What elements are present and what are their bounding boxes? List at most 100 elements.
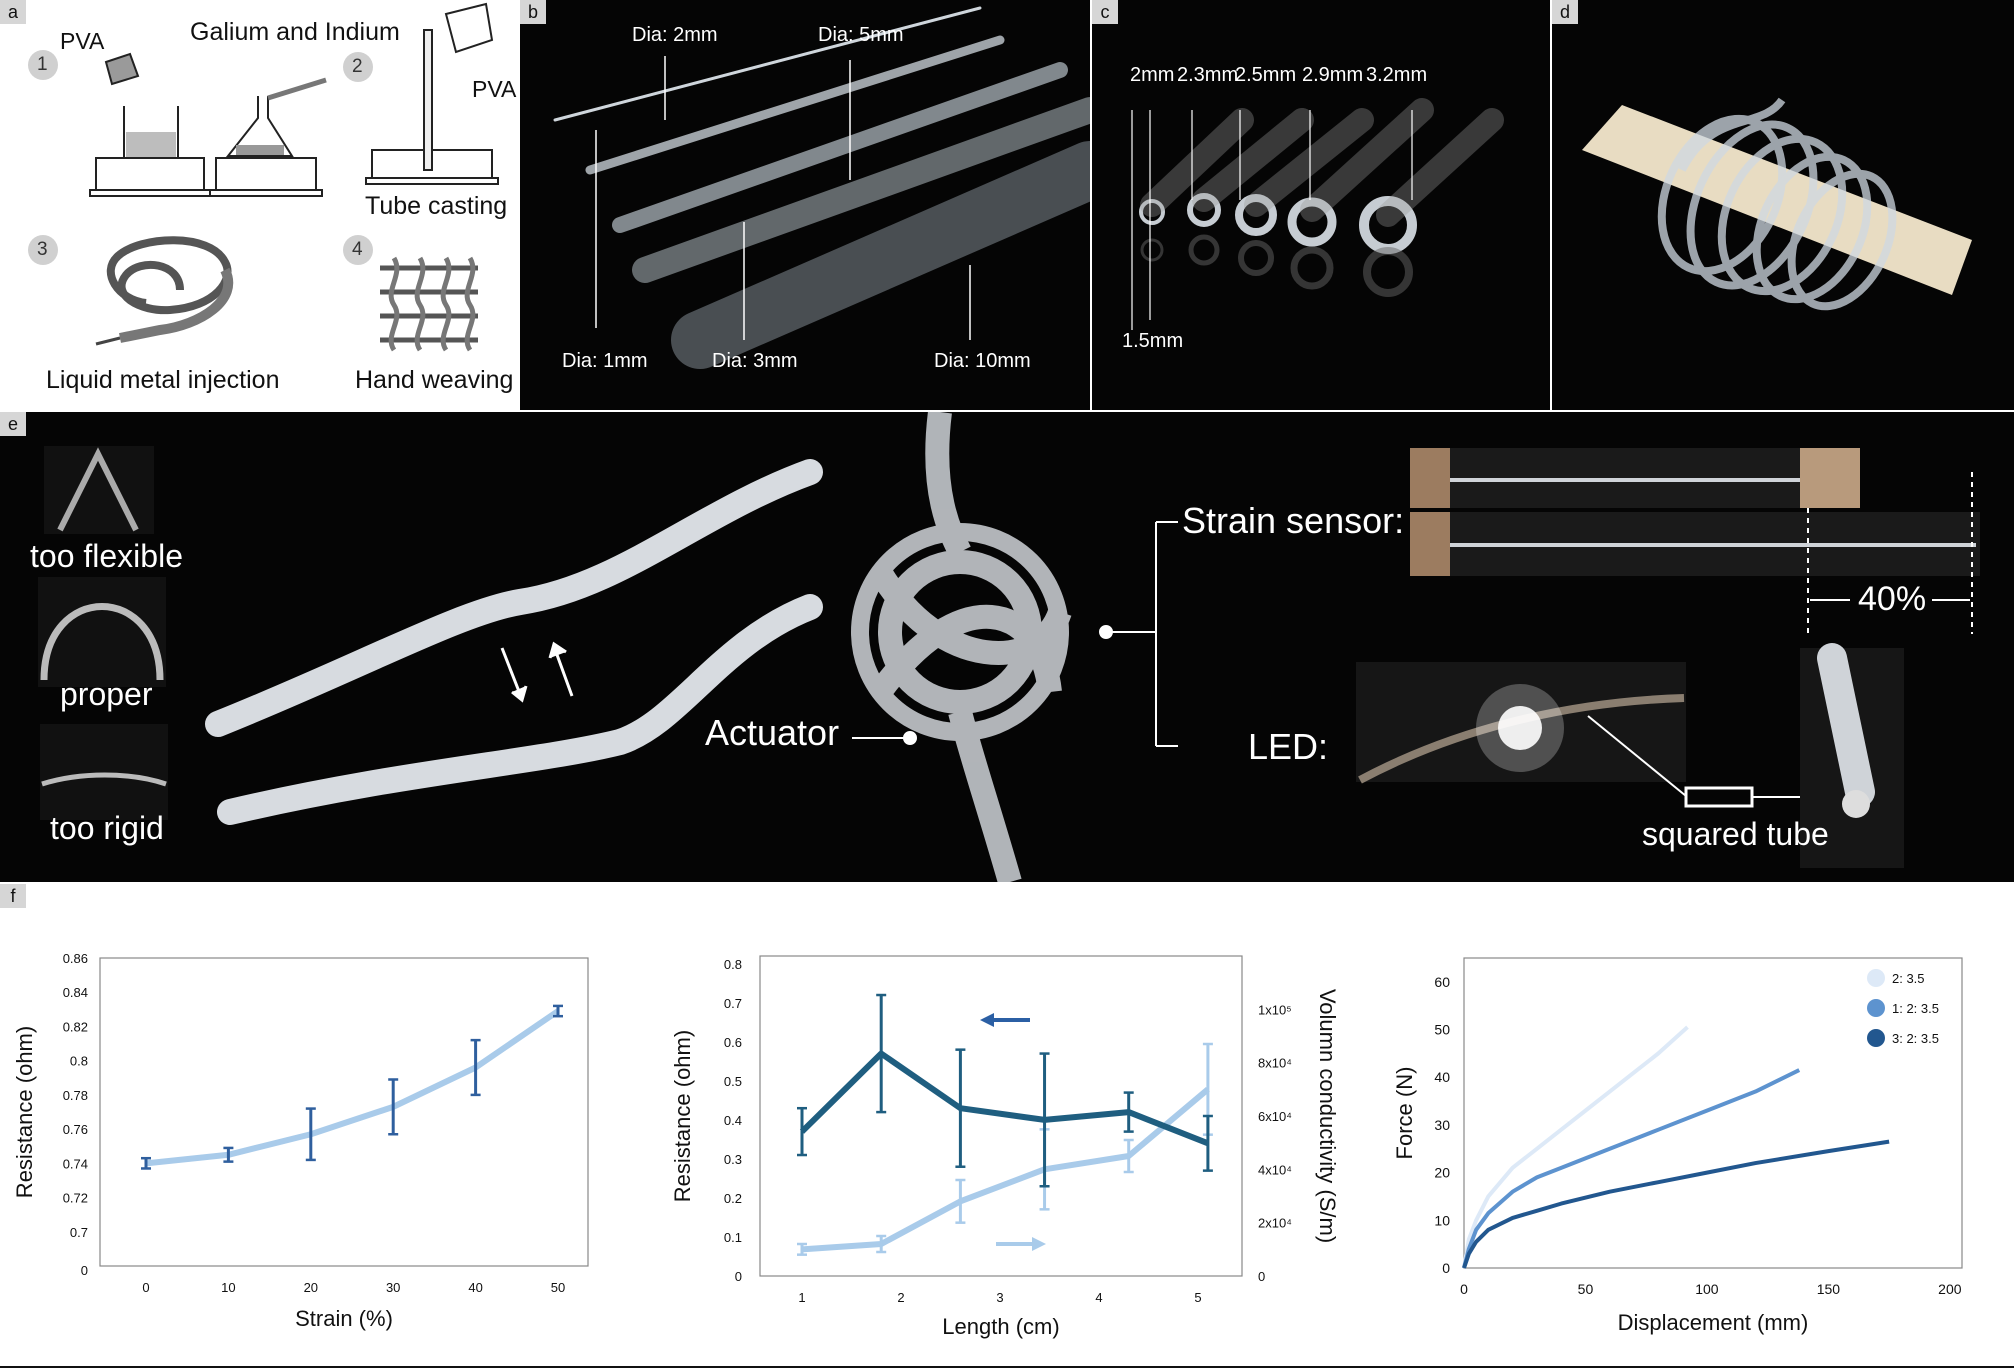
size-2-5mm-label: 2.5mm [1235,64,1297,86]
dia-5mm-label: Dia: 5mm [818,24,904,46]
chart2-y-tick: 0.8 [724,957,742,972]
strain-sensor-label: Strain sensor: [1182,500,1405,541]
chart1-x-tick: 20 [304,1280,318,1295]
panel-label-b: b [520,0,546,24]
step-4-badge [343,235,373,265]
chart3-series-line [1462,1139,1890,1269]
chart1-frame [99,957,589,1267]
chart3-legend-label: 1: 2: 3.5 [1892,1001,1939,1016]
step-3-badge [28,235,58,265]
chart2-x-tick: 1 [798,1290,805,1305]
panel-e: e [0,412,2014,882]
step-number-1: 1 [37,54,48,75]
tube-5mm [632,97,1090,283]
panel-label-f: f [0,884,26,908]
step-number-3: 3 [37,239,48,260]
too-flexible-label: too flexible [30,538,183,574]
dia-1mm-label: Dia: 1mm [562,350,648,372]
chart2-y-tick: 0.3 [724,1152,742,1167]
chart2-left-axis-arrowhead [980,1013,994,1027]
tube-3mm [612,62,1068,233]
tube-casting-label: Tube casting [365,192,508,220]
bottom-rule [0,1366,2014,1368]
chart2-x-tick: 3 [996,1290,1003,1305]
chart1-x-label: Strain (%) [295,1306,393,1331]
hand-weaving-label: Hand weaving [355,366,514,394]
chart2-conductivity-line [801,1087,1210,1253]
chart2-y-right-tick: 2x10⁴ [1258,1216,1292,1231]
panel-b: b Dia: 2mm Dia: 5mm Dia: 1mm Dia: 3mm Di… [520,0,1090,410]
beaker-icon [89,52,211,197]
panel-label-c: c [1092,0,1118,24]
chart1-y-label: Resistance (ohm) [12,1026,37,1198]
chart3-x-tick: 50 [1578,1281,1594,1297]
chart3-legend-marker [1867,1029,1885,1047]
chart3-y-tick: 20 [1434,1165,1450,1181]
dia-2mm-label: Dia: 2mm [632,24,718,46]
tube-10mm [671,141,1090,369]
panel-label-e: e [0,412,26,436]
chart2-y-right-label: Volumn conductivity (S/m) [1315,989,1340,1243]
chart2-y-tick: 0.5 [724,1074,742,1089]
step-number-4: 4 [352,239,363,260]
chart2-x-label: Length (cm) [942,1314,1059,1339]
dia-10mm-label: Dia: 10mm [934,350,1031,372]
tube-cross-section-photo [1131,98,1504,330]
woven-tube-on-stick-photo [1582,97,1972,311]
led-tube-photo [1356,643,1904,868]
panel-label-d: d [1552,0,1578,24]
chart2-y-tick: 0.7 [724,996,742,1011]
tube-diameter-photo [553,6,1090,369]
chart3-legend-marker [1867,999,1885,1017]
chart1-x-tick: 10 [221,1280,235,1295]
size-2-9mm-label: 2.9mm [1302,64,1364,86]
chart3-legend-label: 2: 3.5 [1892,971,1925,986]
chart3-y-tick: 50 [1434,1022,1450,1038]
chart1-y-tick: 0.86 [63,951,88,966]
step-number-2: 2 [352,56,363,77]
chart3-x-tick: 150 [1817,1281,1841,1297]
chart1-x-tick: 40 [468,1280,482,1295]
chart3-y-label: Force (N) [1392,1067,1417,1160]
step-1-badge [28,50,58,80]
chart2-y-right-tick: 1x10⁵ [1258,1002,1292,1017]
squared-tube-label: squared tube [1642,816,1829,852]
panel-label-a: a [0,0,26,24]
chart3-series-line [1462,1025,1689,1269]
chart2-resistance-line [799,1050,1210,1147]
chart3-x-tick: 100 [1695,1281,1719,1297]
chart3-x-tick: 200 [1938,1281,1962,1297]
liquid-metal-injection-label: Liquid metal injection [46,366,280,394]
chart1-x-tick: 30 [386,1280,400,1295]
dia-3mm-label: Dia: 3mm [712,350,798,372]
panel-c: c 2mm [1092,0,1550,410]
proper-label: proper [60,676,153,712]
chart1-y-tick: 0.78 [63,1088,88,1103]
chart3-y-tick: 60 [1434,974,1450,990]
chart3-y-tick: 0 [1442,1260,1450,1276]
strain-percent-label: 40% [1858,580,1927,618]
chart3-series-line [1462,1068,1801,1269]
chart1-y-tick: 0.74 [63,1156,88,1171]
galium-indium-label: Galium and Indium [190,18,400,46]
chart2-frame [759,955,1243,1277]
chart1-x-tick: 50 [551,1280,565,1295]
motion-arrows [500,641,574,703]
size-2mm-label: 2mm [1130,64,1175,86]
chart2-y-tick: 0 [735,1269,742,1284]
chart1-y-tick: 0.8 [70,1054,88,1069]
chart3-x-tick: 0 [1460,1281,1468,1297]
chart2-y-label: Resistance (ohm) [670,1030,695,1202]
chart2-y-right-tick: 8x10⁴ [1258,1056,1292,1071]
chart1-y-tick: 0.84 [63,985,88,1000]
chart2-y-tick: 0.4 [724,1113,742,1128]
chart1-y-tick: 0.72 [63,1191,88,1206]
tube-1mm [553,6,982,122]
chart2-y-tick: 0.2 [724,1191,742,1206]
too-rigid-thumb [40,724,168,820]
chart3-y-tick: 40 [1434,1069,1450,1085]
tube-2mm [585,35,1005,175]
chart3-y-tick: 30 [1434,1117,1450,1133]
